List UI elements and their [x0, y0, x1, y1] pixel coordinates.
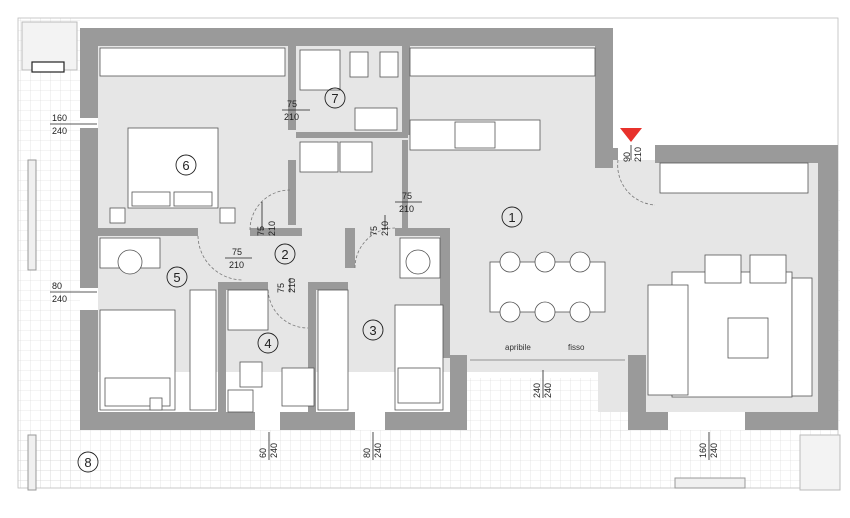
dim-entry-top: 90 [622, 152, 632, 162]
dim-door-room3-top: 75 [369, 226, 379, 236]
dim-win-bath4-bottom: 240 [269, 443, 279, 458]
dim-door-living-bottom: 210 [399, 204, 414, 214]
room-label-4: 4 [264, 336, 271, 351]
door-swings [197, 159, 656, 329]
dim-door-living-top: 75 [402, 191, 412, 201]
dim-win-living-bottom: 240 [709, 443, 719, 458]
interior-walls [98, 45, 450, 417]
dim-win-room3-top: 80 [362, 448, 372, 458]
dim-slider-bottom: 240 [543, 383, 553, 398]
dim-door-bath7-top: 75 [287, 99, 297, 109]
dimension-leaders [50, 109, 710, 460]
furniture [99, 47, 813, 413]
dim-win-room3-bottom: 240 [373, 443, 383, 458]
room-label-7: 7 [331, 91, 338, 106]
dim-door-bath7-bottom: 210 [284, 112, 299, 122]
dim-door-room5-bottom: 210 [229, 260, 244, 270]
dim-win-room5-top: 80 [52, 281, 62, 291]
room-label-6: 6 [182, 158, 189, 173]
entry-marker-icon [620, 128, 642, 142]
dim-door-bath4-bottom: 210 [287, 278, 297, 293]
dim-door-room3-bottom: 210 [380, 221, 390, 236]
room-label-5: 5 [173, 270, 180, 285]
dim-win-bath4-top: 60 [258, 448, 268, 458]
dim-win-room5-bottom: 240 [52, 294, 67, 304]
room-numbers [77, 87, 523, 473]
dim-door-bed6-bottom: 210 [267, 221, 277, 236]
dim-door-room5-top: 75 [232, 247, 242, 257]
room-label-1: 1 [508, 210, 515, 225]
room-label-8: 8 [84, 455, 91, 470]
room-label-3: 3 [369, 323, 376, 338]
dim-slider-top: 240 [532, 383, 542, 398]
dim-entry-bottom: 210 [633, 147, 643, 162]
dim-win-bed6-bottom: 240 [52, 126, 67, 136]
exterior-walls [80, 28, 838, 430]
slider-label-apribile: apribile [505, 343, 531, 352]
dim-door-bed6-top: 75 [256, 226, 266, 236]
room-label-2: 2 [281, 247, 288, 262]
dim-door-bath4-top: 75 [276, 283, 286, 293]
dim-win-bed6-top: 160 [52, 113, 67, 123]
slider-label-fisso: fisso [568, 343, 585, 352]
dim-win-living-top: 160 [698, 443, 708, 458]
